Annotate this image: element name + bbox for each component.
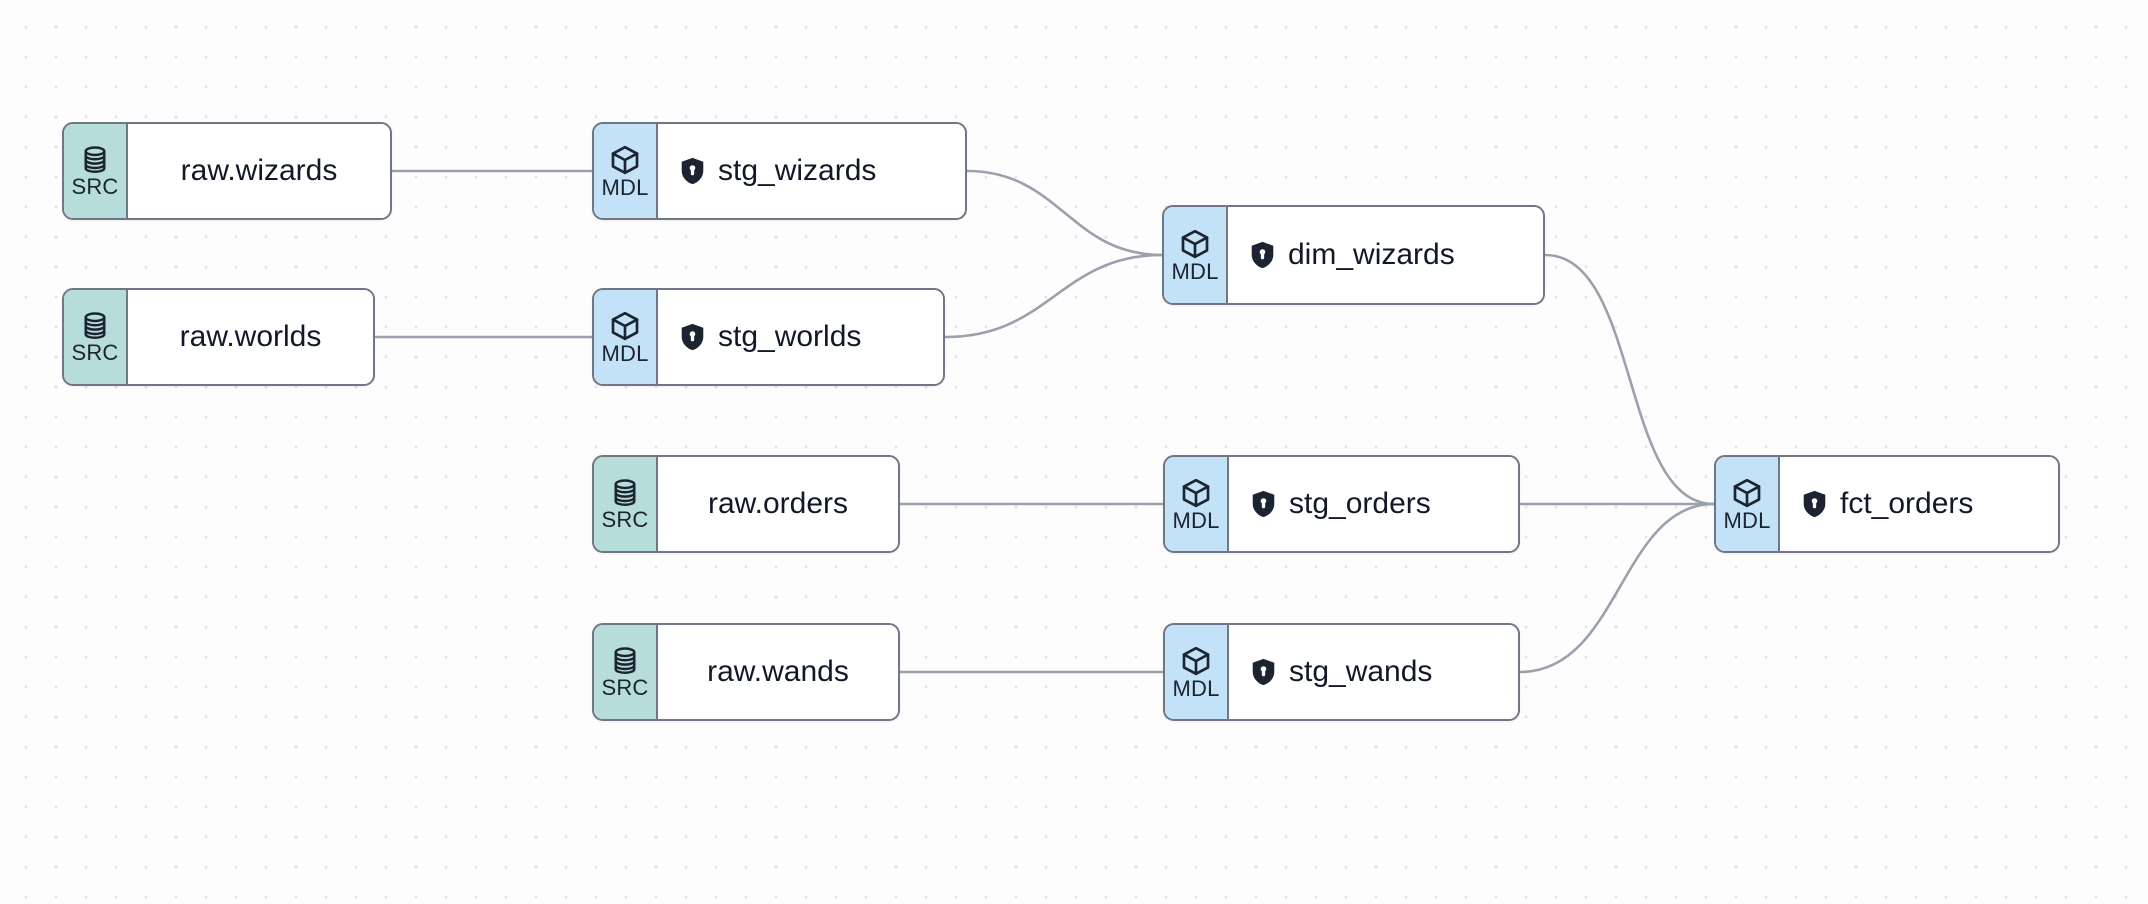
node-body: stg_wands bbox=[1229, 625, 1518, 719]
edge-stg_worlds-to-dim_wizards bbox=[943, 253, 1164, 339]
shield-lock-icon bbox=[1251, 490, 1276, 518]
shield-lock-icon bbox=[680, 323, 705, 351]
node-badge-model: MDL bbox=[1716, 457, 1780, 551]
node-body: stg_orders bbox=[1229, 457, 1518, 551]
database-icon bbox=[80, 145, 110, 175]
edge-stg_wizards-to-dim_wizards bbox=[965, 169, 1164, 257]
node-badge-label: MDL bbox=[1171, 258, 1219, 284]
node-body: dim_wizards bbox=[1228, 207, 1543, 303]
node-label: raw.wizards bbox=[180, 154, 338, 187]
node-body: raw.wizards bbox=[128, 124, 390, 218]
node-body: raw.wands bbox=[658, 625, 898, 719]
node-body: stg_worlds bbox=[658, 290, 943, 384]
node-badge-label: MDL bbox=[601, 340, 649, 366]
node-badge-model: MDL bbox=[1164, 207, 1228, 303]
edge-stg_wands-to-fct_orders bbox=[1518, 502, 1716, 674]
node-badge-label: SRC bbox=[601, 674, 649, 700]
node-badge-label: SRC bbox=[601, 506, 649, 532]
node-body: raw.orders bbox=[658, 457, 898, 551]
node-badge-model: MDL bbox=[1165, 625, 1229, 719]
node-badge-label: MDL bbox=[601, 174, 649, 200]
node-badge-label: MDL bbox=[1172, 507, 1220, 533]
node-raw_wizards[interactable]: SRC raw.wizards bbox=[62, 122, 392, 220]
node-badge-model: MDL bbox=[1165, 457, 1229, 551]
node-raw_wands[interactable]: SRC raw.wands bbox=[592, 623, 900, 721]
node-label: dim_wizards bbox=[1288, 238, 1455, 271]
cube-icon bbox=[609, 310, 641, 342]
edge-dim_wizards-to-fct_orders bbox=[1543, 253, 1716, 506]
node-label: raw.wands bbox=[707, 655, 849, 688]
database-icon bbox=[610, 646, 640, 676]
node-label: stg_worlds bbox=[718, 320, 862, 353]
node-stg_wands[interactable]: MDL stg_wands bbox=[1163, 623, 1520, 721]
node-label: fct_orders bbox=[1840, 487, 1974, 520]
node-label: stg_wizards bbox=[718, 154, 877, 187]
node-badge-label: MDL bbox=[1172, 675, 1220, 701]
cube-icon bbox=[1180, 645, 1212, 677]
node-badge-source: SRC bbox=[64, 290, 128, 384]
node-label: stg_orders bbox=[1289, 487, 1431, 520]
node-badge-model: MDL bbox=[594, 290, 658, 384]
node-body: stg_wizards bbox=[658, 124, 965, 218]
node-body: raw.worlds bbox=[128, 290, 373, 384]
node-body: fct_orders bbox=[1780, 457, 2058, 551]
cube-icon bbox=[609, 144, 641, 176]
shield-lock-icon bbox=[680, 157, 705, 185]
node-badge-source: SRC bbox=[64, 124, 128, 218]
cube-icon bbox=[1179, 228, 1211, 260]
node-label: raw.worlds bbox=[179, 320, 322, 353]
node-badge-label: SRC bbox=[71, 173, 119, 199]
database-icon bbox=[610, 478, 640, 508]
shield-lock-icon bbox=[1802, 490, 1827, 518]
node-badge-source: SRC bbox=[594, 625, 658, 719]
node-badge-model: MDL bbox=[594, 124, 658, 218]
node-label: raw.orders bbox=[707, 487, 849, 520]
node-fct_orders[interactable]: MDL fct_orders bbox=[1714, 455, 2060, 553]
node-dim_wizards[interactable]: MDL dim_wizards bbox=[1162, 205, 1545, 305]
node-badge-source: SRC bbox=[594, 457, 658, 551]
node-raw_orders[interactable]: SRC raw.orders bbox=[592, 455, 900, 553]
node-raw_worlds[interactable]: SRC raw.worlds bbox=[62, 288, 375, 386]
database-icon bbox=[80, 311, 110, 341]
shield-lock-icon bbox=[1250, 241, 1275, 269]
cube-icon bbox=[1731, 477, 1763, 509]
cube-icon bbox=[1180, 477, 1212, 509]
node-badge-label: SRC bbox=[71, 339, 119, 365]
node-stg_worlds[interactable]: MDL stg_worlds bbox=[592, 288, 945, 386]
node-stg_orders[interactable]: MDL stg_orders bbox=[1163, 455, 1520, 553]
node-badge-label: MDL bbox=[1723, 507, 1771, 533]
node-label: stg_wands bbox=[1289, 655, 1433, 688]
shield-lock-icon bbox=[1251, 658, 1276, 686]
node-stg_wizards[interactable]: MDL stg_wizards bbox=[592, 122, 967, 220]
